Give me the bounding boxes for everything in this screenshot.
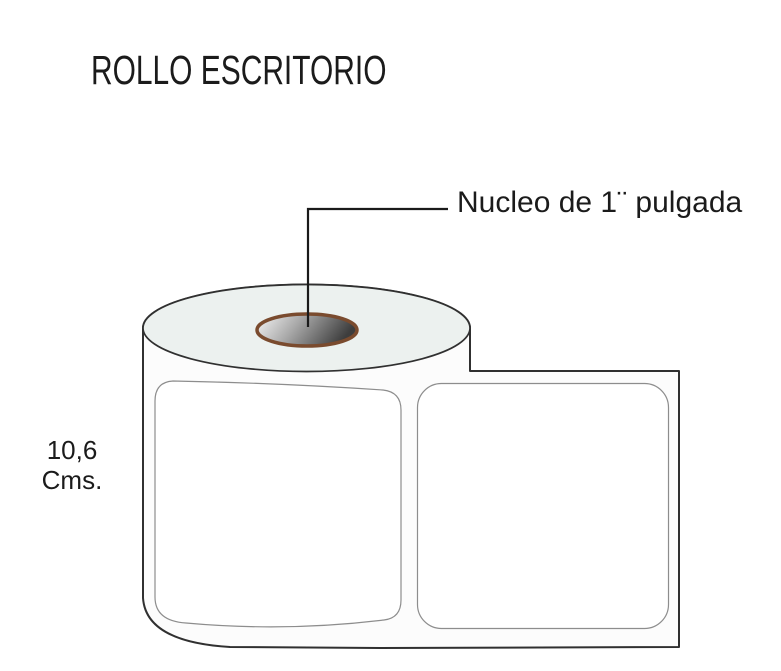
label-unrolled bbox=[416, 382, 670, 630]
height-dimension-label: 10,6 Cms. bbox=[41, 435, 103, 495]
label-front bbox=[154, 380, 402, 628]
page-title: ROLLO ESCRITORIO bbox=[91, 47, 387, 93]
callout-line bbox=[306, 207, 448, 327]
core-annotation: Nucleo de 1¨ pulgada bbox=[457, 186, 743, 219]
